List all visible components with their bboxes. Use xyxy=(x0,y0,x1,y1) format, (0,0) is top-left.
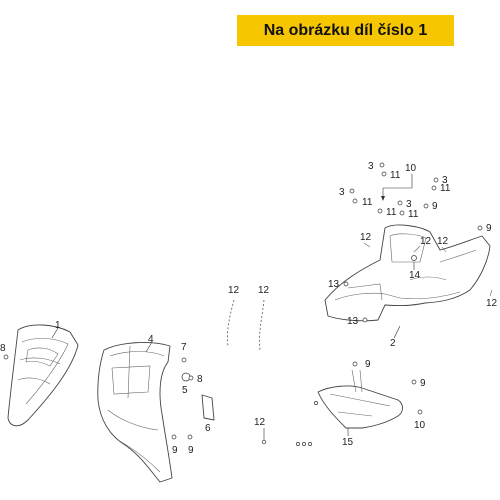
callout-9: 9 xyxy=(172,445,178,456)
part-14-clip xyxy=(411,255,417,261)
callout-9: 9 xyxy=(486,223,492,234)
part-12-strap[interactable] xyxy=(227,299,235,347)
callout-12: 12 xyxy=(360,232,372,243)
callout-3: 3 xyxy=(442,175,448,186)
part-8-clip xyxy=(3,354,9,360)
part-5-grommet xyxy=(181,372,191,382)
part-9-screw xyxy=(477,225,483,231)
callout-12: 12 xyxy=(254,417,266,428)
callout-11: 11 xyxy=(386,207,397,218)
part-1-front-cover[interactable] xyxy=(7,324,79,427)
part-11-screw xyxy=(381,171,387,177)
callout-8: 8 xyxy=(0,343,6,354)
part-3-nut xyxy=(433,177,439,183)
part-11-screw xyxy=(399,210,405,216)
callout-14: 14 xyxy=(409,270,421,281)
callout-11: 11 xyxy=(408,209,419,220)
part-fastener xyxy=(308,442,312,446)
callout-12: 12 xyxy=(486,298,498,309)
callout-11: 11 xyxy=(390,170,401,181)
callout-10: 10 xyxy=(405,163,417,174)
part-fastener xyxy=(296,442,300,446)
callout-1: 1 xyxy=(55,320,61,331)
callout-12: 12 xyxy=(437,236,449,247)
part-9-screw xyxy=(411,379,417,385)
callout-11: 11 xyxy=(362,197,373,208)
part-10-arrow xyxy=(381,196,385,201)
part-2-floor-panel[interactable] xyxy=(324,224,491,322)
part-12-clip xyxy=(363,242,371,248)
callout-12: 12 xyxy=(258,285,270,296)
callout-7: 7 xyxy=(181,342,187,353)
callout-4: 4 xyxy=(148,334,154,345)
part-10-screw xyxy=(417,409,423,415)
callout-9: 9 xyxy=(188,445,194,456)
callout-13: 13 xyxy=(328,279,340,290)
callout-2: 2 xyxy=(390,338,396,349)
part-10-leader xyxy=(382,174,413,196)
callout-9: 9 xyxy=(365,359,371,370)
part-8-screw xyxy=(188,375,194,381)
callout-3: 3 xyxy=(339,187,345,198)
part-fastener xyxy=(314,401,318,405)
callout-9: 9 xyxy=(432,201,438,212)
part-11-screw xyxy=(431,185,437,191)
callout-3: 3 xyxy=(406,199,412,210)
part-9-screw xyxy=(171,434,177,440)
callout-5: 5 xyxy=(182,385,188,396)
callout-6: 6 xyxy=(205,423,211,434)
part-11-screw xyxy=(377,208,383,214)
part-3-nut xyxy=(379,162,385,168)
callout-8b: 8 xyxy=(197,374,203,385)
part-9-screw xyxy=(352,361,358,367)
part-15-lower-cover[interactable] xyxy=(317,369,403,429)
part-12-clip xyxy=(489,289,493,297)
callout-12: 12 xyxy=(420,236,432,247)
part-13-screw xyxy=(362,317,368,323)
callout-13: 13 xyxy=(347,316,359,327)
part-11-screw xyxy=(352,198,358,204)
callout-3: 3 xyxy=(368,161,374,172)
part-9-screw xyxy=(187,434,193,440)
part-number-banner: Na obrázku díl číslo 1 xyxy=(237,15,454,46)
part-7-clip xyxy=(181,357,187,363)
callout-11: 11 xyxy=(440,183,451,194)
part-12-clip xyxy=(413,245,421,253)
callout-15: 15 xyxy=(342,437,354,448)
part-4-leg-shield[interactable] xyxy=(97,342,173,483)
part-12-strap[interactable] xyxy=(259,299,265,351)
callout-12: 12 xyxy=(228,285,240,296)
part-6-bracket[interactable] xyxy=(201,394,215,421)
part-12-clip xyxy=(261,439,267,445)
callout-9: 9 xyxy=(420,378,426,389)
part-fastener xyxy=(302,442,306,446)
part-12-clip xyxy=(441,246,447,253)
callout-10: 10 xyxy=(414,420,426,431)
part-3-nut xyxy=(349,188,355,194)
part-13-screw xyxy=(343,281,349,287)
part-9-screw xyxy=(423,203,429,209)
part-3-nut xyxy=(397,200,403,206)
